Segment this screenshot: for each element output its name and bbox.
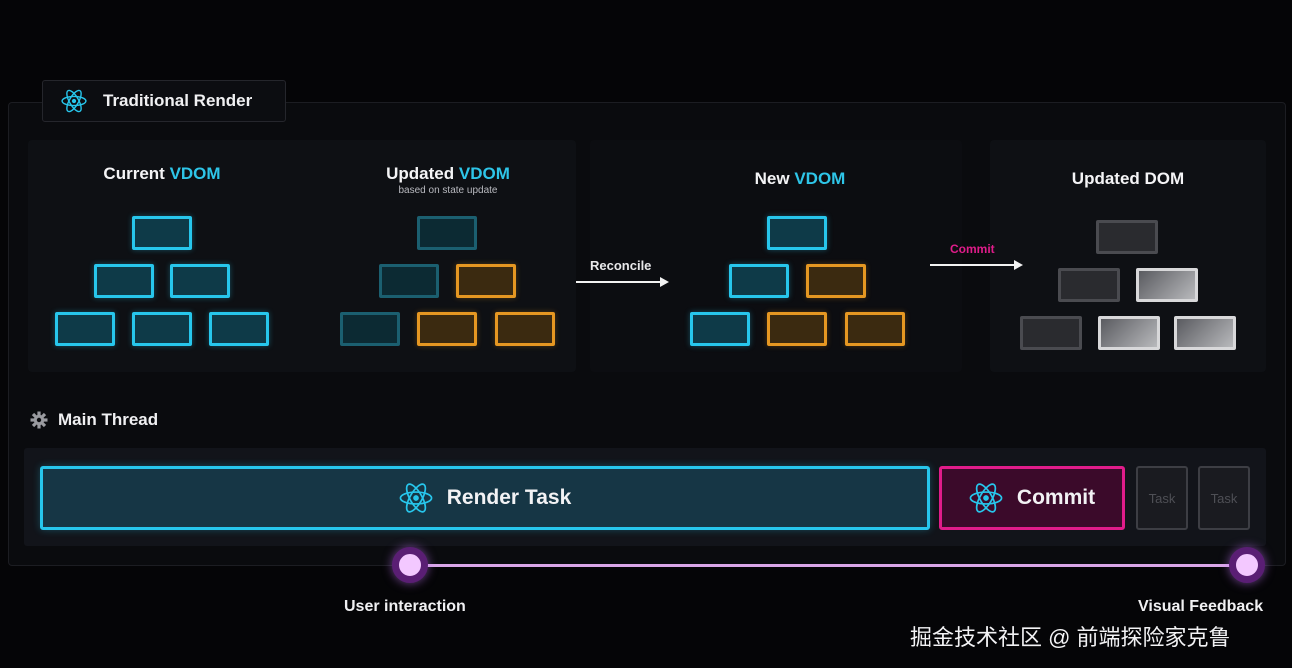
commit-arrow-head: [1014, 260, 1023, 270]
reconcile-label: Reconcile: [590, 258, 652, 273]
gear-icon: [30, 411, 48, 429]
title-tab: Traditional Render: [42, 80, 286, 122]
main-thread-heading: Main Thread: [30, 410, 158, 430]
current-vdom-title: Current VDOM: [62, 164, 262, 184]
updated-dom-title: Updated DOM: [1071, 169, 1185, 188]
timeline-line: [410, 564, 1248, 567]
vdom-node-changed: [417, 312, 477, 346]
commit-task-label: Commit: [1016, 486, 1096, 509]
dom-node: [1020, 316, 1082, 350]
timeline-start-dot: [392, 547, 428, 583]
commit-task-block: Commit: [939, 466, 1125, 530]
task-label: Task: [1210, 490, 1238, 506]
vdom-node: [379, 264, 439, 298]
new-vdom-title-accent: VDOM: [794, 169, 846, 188]
vdom-node: [767, 216, 827, 250]
vdom-node: [132, 312, 192, 346]
main-thread-label: Main Thread: [58, 410, 159, 429]
updated-vdom-subtitle: based on state update: [398, 185, 498, 196]
task-block: Task: [1136, 466, 1188, 530]
watermark: 掘金技术社区 @ 前端探险家克鲁: [910, 625, 1231, 650]
visual-feedback-label: Visual Feedback: [1138, 598, 1264, 615]
reconcile-arrow: [576, 281, 660, 283]
task-label: Task: [1148, 490, 1176, 506]
vdom-node-changed: [845, 312, 905, 346]
reconcile-arrow-head: [660, 277, 669, 287]
new-vdom-title-text: New: [754, 169, 790, 188]
vdom-node-changed: [806, 264, 866, 298]
dom-node-updated: [1098, 316, 1160, 350]
commit-arrow: [930, 264, 1014, 266]
updated-vdom-title-accent: VDOM: [458, 164, 510, 183]
dom-node: [1058, 268, 1120, 302]
vdom-panel: [28, 140, 576, 372]
updated-vdom-title-text: Updated: [386, 164, 455, 183]
vdom-node: [132, 216, 192, 250]
commit-arrow-label: Commit: [950, 242, 995, 256]
react-icon: [969, 483, 1003, 513]
timeline-end-dot: [1229, 547, 1265, 583]
current-vdom-title-accent: VDOM: [169, 164, 221, 183]
vdom-node: [340, 312, 400, 346]
react-icon: [399, 483, 433, 513]
vdom-node: [94, 264, 154, 298]
render-task-label: Render Task: [446, 486, 572, 509]
vdom-node-changed: [456, 264, 516, 298]
vdom-node: [55, 312, 115, 346]
dom-node-updated: [1136, 268, 1198, 302]
current-vdom-title-text: Current: [103, 164, 165, 183]
new-vdom-title: New VDOM: [700, 169, 900, 189]
vdom-node: [209, 312, 269, 346]
user-interaction-label: User interaction: [344, 598, 466, 615]
dom-node: [1096, 220, 1158, 254]
updated-vdom-title: Updated VDOM: [348, 164, 548, 184]
react-icon: [61, 89, 87, 113]
dom-node-updated: [1174, 316, 1236, 350]
vdom-node: [417, 216, 477, 250]
vdom-node-changed: [495, 312, 555, 346]
vdom-node-changed: [767, 312, 827, 346]
diagram-title: Traditional Render: [103, 91, 253, 110]
vdom-node: [729, 264, 789, 298]
task-block: Task: [1198, 466, 1250, 530]
vdom-node: [170, 264, 230, 298]
vdom-node: [690, 312, 750, 346]
render-task-block: Render Task: [40, 466, 930, 530]
